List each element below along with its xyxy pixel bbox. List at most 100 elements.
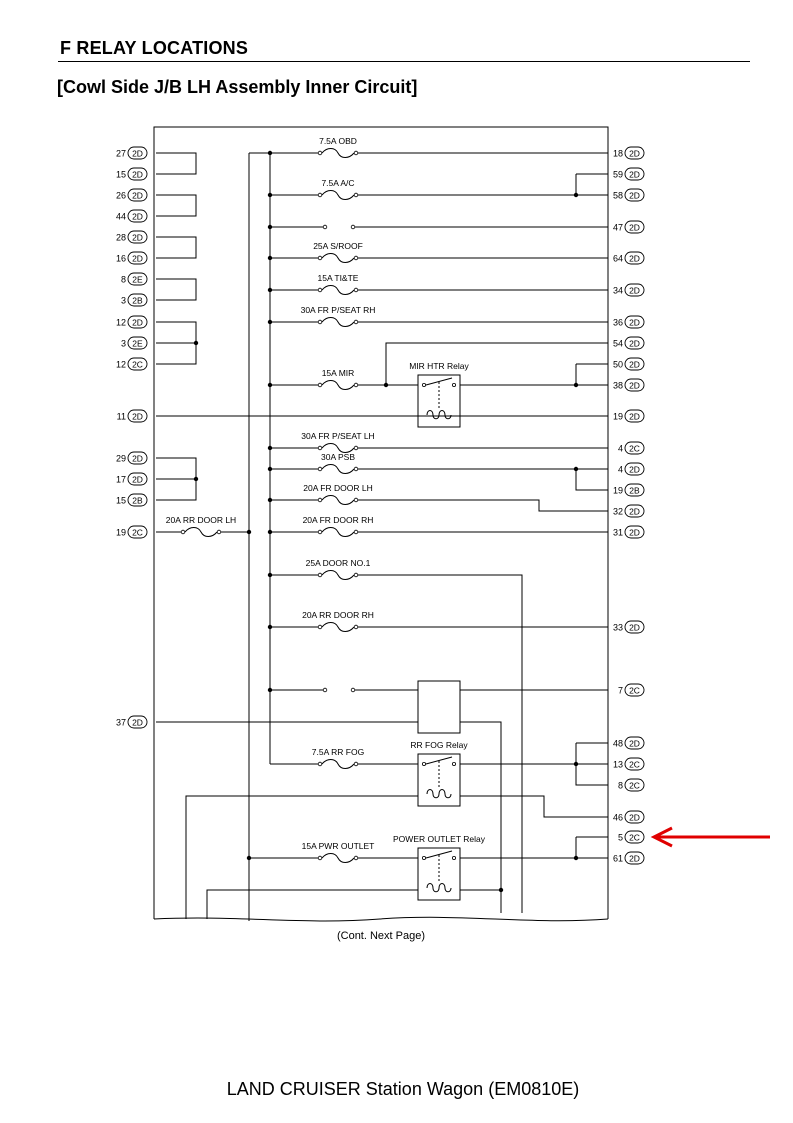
junction-dot bbox=[267, 497, 273, 503]
switch-terminal bbox=[350, 687, 356, 693]
junction-dot bbox=[267, 287, 273, 293]
relay-switch-arm bbox=[425, 756, 453, 765]
connector-code: 2D bbox=[629, 222, 640, 232]
junction-dot bbox=[267, 150, 273, 156]
model-footer: LAND CRUISER Station Wagon (EM0810E) bbox=[226, 1079, 580, 1099]
connector-code: 2D bbox=[132, 317, 143, 327]
connector-code: 2D bbox=[132, 211, 143, 221]
fuse-terminal bbox=[353, 382, 359, 388]
junction-dot bbox=[267, 466, 273, 472]
pin-number: 48 bbox=[613, 739, 623, 749]
fuse-terminal bbox=[180, 529, 186, 535]
pin-number: 32 bbox=[613, 507, 623, 517]
relay-label: RR FOG Relay bbox=[410, 740, 468, 750]
connector-code: 2D bbox=[629, 338, 640, 348]
relay-coil bbox=[426, 410, 452, 420]
pin-number: 64 bbox=[613, 254, 623, 264]
pin-number: 37 bbox=[116, 718, 126, 728]
fuse-symbol bbox=[321, 380, 355, 390]
connector-badge bbox=[127, 167, 148, 181]
connector-code: 2D bbox=[132, 148, 143, 158]
switch-terminal bbox=[350, 224, 356, 230]
connector-badge bbox=[127, 409, 148, 423]
connector-code: 2C bbox=[132, 359, 143, 369]
connector-code: 2D bbox=[629, 169, 640, 179]
junction-dot bbox=[573, 855, 579, 861]
connector-badge bbox=[624, 830, 645, 844]
fuse-label: 25A DOOR NO.1 bbox=[306, 558, 371, 568]
fuse-label: 7.5A RR FOG bbox=[312, 747, 364, 757]
pin-number: 4 bbox=[618, 465, 623, 475]
connector-code: 2D bbox=[629, 622, 640, 632]
connector-badge bbox=[624, 851, 645, 865]
connector-code: 2D bbox=[132, 453, 143, 463]
relay-label: POWER OUTLET Relay bbox=[393, 834, 486, 844]
fuse-label: 30A FR P/SEAT LH bbox=[301, 431, 374, 441]
relay-switch-arm bbox=[425, 377, 453, 386]
pin-number: 4 bbox=[618, 444, 623, 454]
connector-badge bbox=[624, 251, 645, 265]
connector-badge bbox=[624, 357, 645, 371]
fuse-terminal bbox=[317, 572, 323, 578]
connector-badge bbox=[624, 683, 645, 697]
right-pin: 32 2D bbox=[613, 504, 645, 518]
pin-number: 11 bbox=[117, 412, 126, 422]
connector-code: 2C bbox=[629, 780, 640, 790]
fuse-terminal bbox=[353, 255, 359, 261]
relay-contact bbox=[421, 762, 426, 767]
connector-code: 2D bbox=[629, 812, 640, 822]
junction-dot bbox=[267, 572, 273, 578]
connector-code: 2D bbox=[629, 506, 640, 516]
connector-badge bbox=[127, 251, 148, 265]
connector-code: 2C bbox=[629, 443, 640, 453]
fuse-symbol bbox=[321, 190, 355, 200]
junction-dot bbox=[498, 887, 504, 893]
fuse-label: 25A S/ROOF bbox=[313, 241, 363, 251]
connector-badge bbox=[624, 220, 645, 234]
fuse-terminal bbox=[317, 624, 323, 630]
fuse-label: 15A PWR OUTLET bbox=[302, 841, 375, 851]
pin-number: 38 bbox=[613, 381, 623, 391]
relay-coil bbox=[426, 883, 452, 893]
fuse-symbol bbox=[321, 148, 355, 158]
section-title: F RELAY LOCATIONS bbox=[60, 38, 249, 58]
fuse-terminal bbox=[353, 192, 359, 198]
junction-dot bbox=[573, 761, 579, 767]
connector-badge bbox=[127, 472, 148, 486]
connector-code: 2D bbox=[629, 411, 640, 421]
junction-dot bbox=[193, 476, 199, 482]
connector-code: 2B bbox=[132, 295, 143, 305]
connector-code: 2D bbox=[629, 738, 640, 748]
fuse-label: 7.5A OBD bbox=[319, 136, 357, 146]
connector-badge bbox=[624, 757, 645, 771]
title-rule bbox=[58, 61, 750, 62]
connector-badge bbox=[624, 504, 645, 518]
connector-code: 2D bbox=[132, 411, 143, 421]
fuse-symbol bbox=[321, 464, 355, 474]
connector-code: 2C bbox=[629, 759, 640, 769]
fuse-terminal bbox=[353, 497, 359, 503]
connector-code: 2B bbox=[629, 485, 640, 495]
connector-code: 2D bbox=[629, 253, 640, 263]
connector-badge bbox=[624, 810, 645, 824]
relay-switch-arm bbox=[425, 850, 453, 859]
junction-dot bbox=[383, 382, 389, 388]
connector-badge bbox=[624, 146, 645, 160]
connector-code: 2E bbox=[132, 274, 143, 284]
pin-number: 19 bbox=[613, 486, 623, 496]
connector-code: 2D bbox=[132, 190, 143, 200]
pin-number: 58 bbox=[613, 191, 623, 201]
